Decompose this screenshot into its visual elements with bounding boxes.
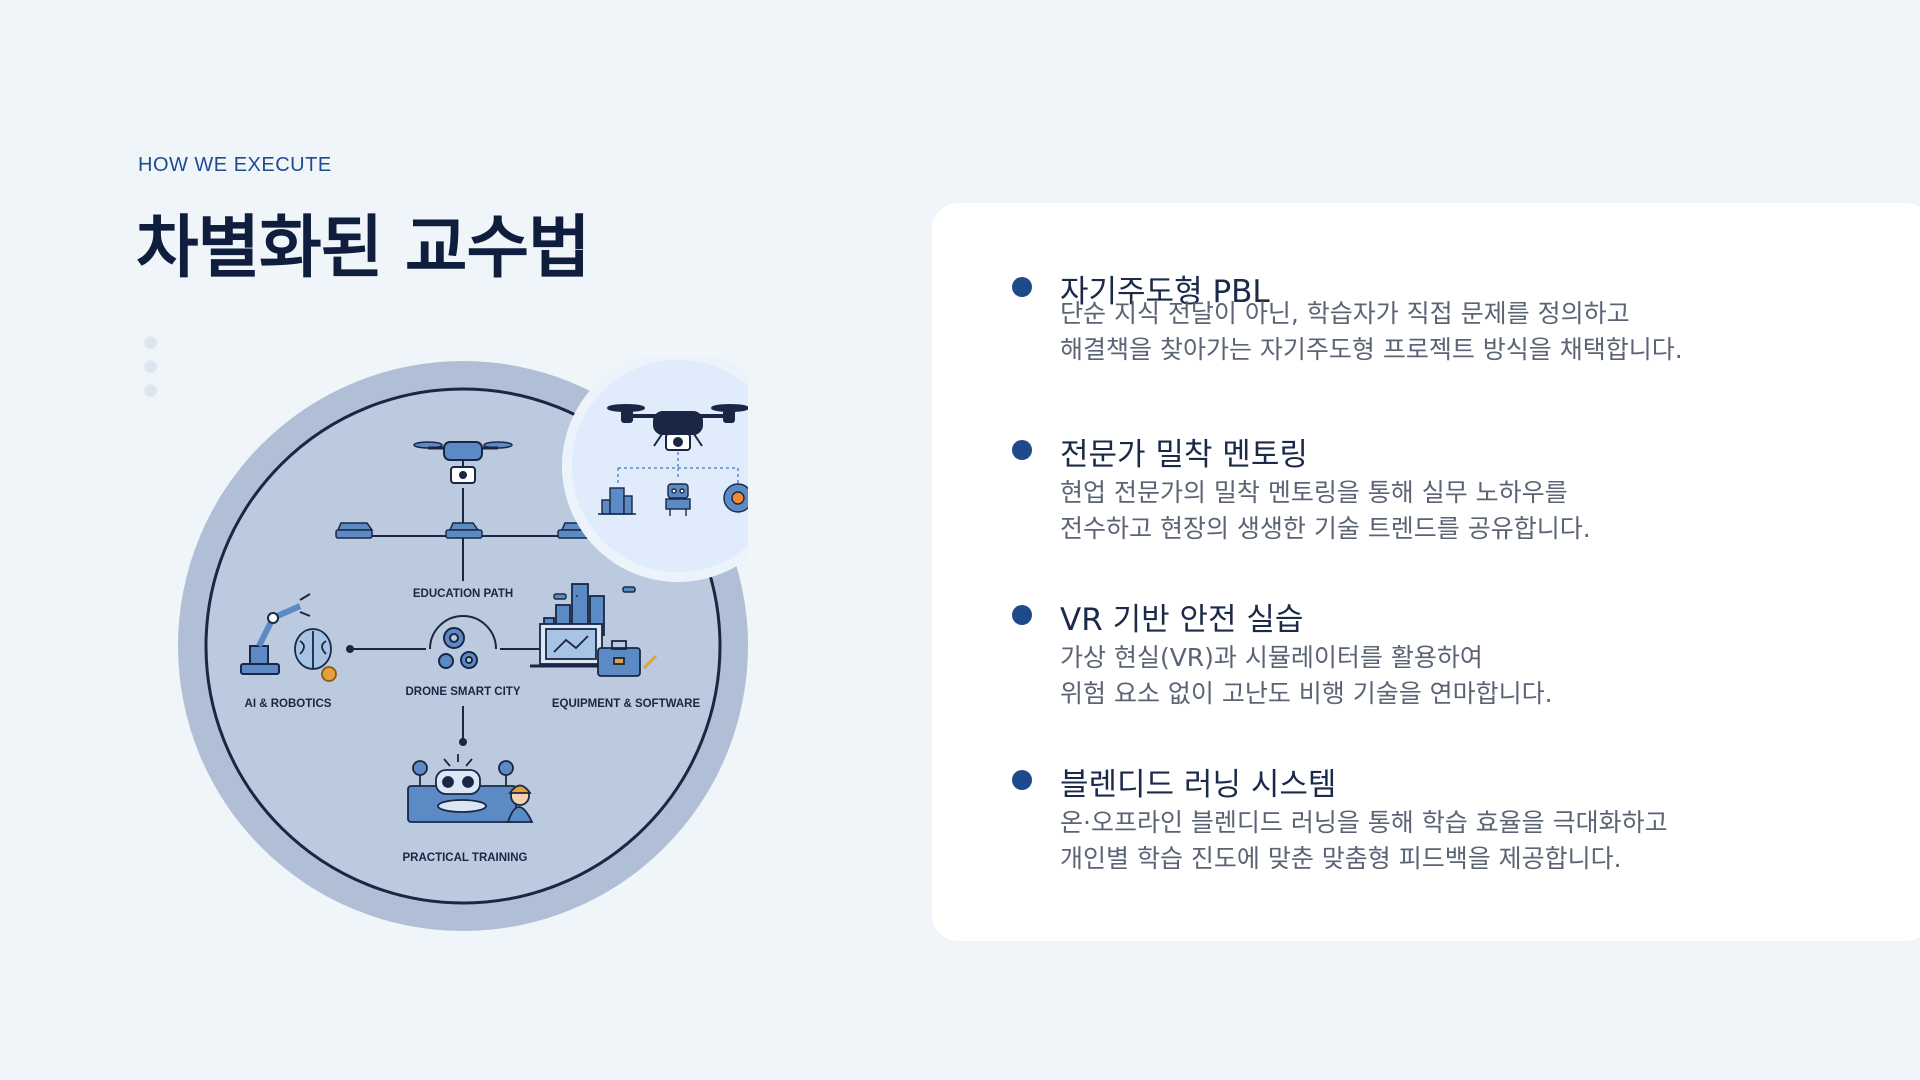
- toolbox-icon: [597, 640, 658, 677]
- label-practical-training: PRACTICAL TRAINING: [402, 852, 528, 864]
- highlight-bubble: [562, 356, 748, 582]
- worker-icon: [506, 784, 534, 823]
- method-title: 자기주도형 PBL: [1060, 274, 1270, 310]
- robot-arm-icon: [240, 593, 311, 675]
- drone-icon: [553, 586, 636, 600]
- bullet-icon: [1012, 605, 1032, 625]
- controller-icon: [407, 754, 517, 823]
- bullet-icon: [1012, 440, 1032, 460]
- method-desc-line-2: 개인별 학습 진도에 맞춘 맞춤형 피드백을 제공합니다.: [1060, 844, 1622, 873]
- drone-icon: [607, 404, 748, 451]
- bullet-icon: [1012, 770, 1032, 790]
- method-title: 블렌디드 러닝 시스템: [1060, 767, 1337, 803]
- dot[interactable]: [144, 384, 157, 397]
- method-title: 전문가 밀착 멘토링: [1060, 437, 1308, 473]
- methods-card: [932, 203, 1920, 941]
- methodology-diagram: EDUCATION PATH DRONE SMART CITY AI & ROB…: [178, 356, 748, 931]
- brain-icon: [294, 628, 337, 682]
- label-education-path: EDUCATION PATH: [412, 588, 514, 600]
- method-desc-line-1: 단순 지식 전달이 아닌, 학습자가 직접 문제를 정의하고: [1060, 299, 1630, 328]
- method-title: VR 기반 안전 실습: [1060, 602, 1304, 638]
- bullet-icon: [1012, 277, 1032, 297]
- label-ai-robotics: AI & ROBOTICS: [244, 698, 332, 710]
- label-drone-smart-city: DRONE SMART CITY: [405, 686, 521, 698]
- dot[interactable]: [144, 360, 157, 373]
- method-desc-line-1: 온·오프라인 블렌디드 러닝을 통해 학습 효율을 극대화하고: [1060, 808, 1668, 837]
- method-desc-line-2: 위험 요소 없이 고난도 비행 기술을 연마합니다.: [1060, 679, 1553, 708]
- label-equipment-software: EQUIPMENT & SOFTWARE: [551, 698, 701, 710]
- dot[interactable]: [144, 336, 157, 349]
- drone-icon: [413, 441, 513, 484]
- page-title: 차별화된 교수법: [136, 209, 591, 288]
- gear-icon: [438, 627, 478, 669]
- eyebrow-label: HOW WE EXECUTE: [138, 154, 332, 176]
- method-desc-line-1: 현업 전문가의 밀착 멘토링을 통해 실무 노하우를: [1060, 478, 1568, 507]
- chip-icon: [723, 483, 748, 513]
- method-desc-line-2: 해결책을 찾아가는 자기주도형 프로젝트 방식을 채택합니다.: [1060, 335, 1683, 364]
- method-desc-line-1: 가상 현실(VR)과 시뮬레이터를 활용하여: [1060, 643, 1483, 672]
- method-desc-line-2: 전수하고 현장의 생생한 기술 트렌드를 공유합니다.: [1060, 514, 1591, 543]
- robot-icon: [665, 483, 691, 516]
- city-buildings-icon: [598, 487, 636, 515]
- pagination-dots: [144, 336, 157, 408]
